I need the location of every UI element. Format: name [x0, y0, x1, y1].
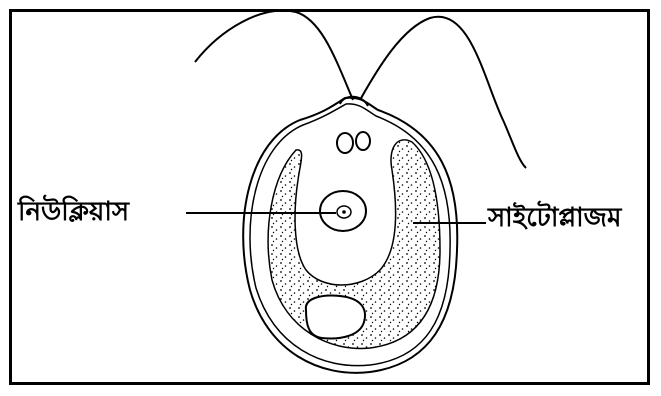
contractile-vacuole-right — [356, 132, 370, 150]
nucleus-label: নিউক্লিয়াস — [18, 199, 129, 225]
contractile-vacuole-left — [337, 133, 353, 153]
cytoplasm-label: সাইটোপ্লাজম — [488, 205, 621, 231]
right-flagellum — [360, 17, 526, 168]
pyrenoid — [306, 296, 365, 339]
left-flagellum — [195, 11, 353, 100]
nucleolus-dot — [342, 210, 346, 214]
